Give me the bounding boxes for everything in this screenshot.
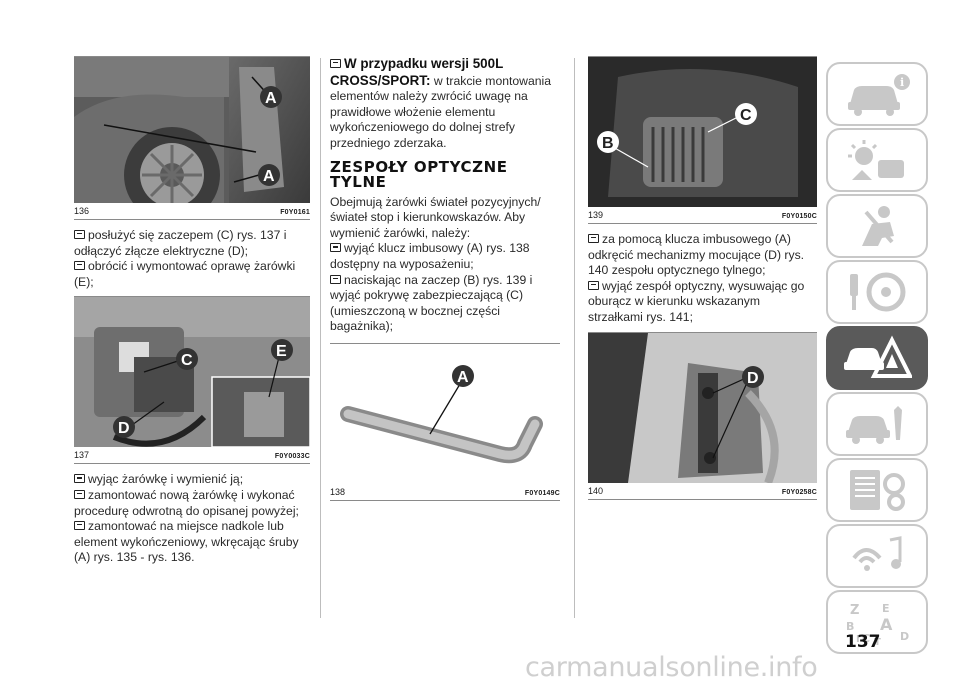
callout-a: A <box>263 168 275 185</box>
tab-starting-driving[interactable] <box>826 260 928 324</box>
checkbox-bullet-icon <box>330 274 341 284</box>
instruction-step: zamontować na miejsce nadkole lub elemen… <box>74 519 299 565</box>
column-middle: W przypadku wersji 500L CROSS/SPORT: w t… <box>330 56 560 501</box>
wheel-arch-photo: A A <box>74 57 310 203</box>
figure-139: B C 139 F0Y0150C <box>588 56 817 224</box>
car-info-icon: i <box>848 74 910 116</box>
callout-a: A <box>265 90 277 107</box>
figure-138: A 138 F0Y0149C <box>330 342 560 501</box>
checkbox-bullet-icon <box>330 243 341 253</box>
instruction-step: wyjąc żarówkę i wymienić ją; <box>74 472 310 488</box>
instruction-step: wyjąć klucz imbusowy (A) rys. 138 dostęp… <box>330 241 530 271</box>
figure-code: F0Y0161 <box>280 209 310 216</box>
svg-text:i: i <box>900 76 904 89</box>
figure-number: 140 <box>588 485 604 496</box>
svg-text:Z: Z <box>850 603 859 618</box>
figure-137: C E D 137 F0Y0033C <box>74 296 310 465</box>
tab-index[interactable]: Z E B A C D I T <box>826 590 928 654</box>
callout-e: E <box>276 343 287 360</box>
svg-text:C: C <box>862 632 870 645</box>
tab-car-info[interactable]: i <box>826 62 928 126</box>
instruction-step: naciskając na zaczep (B) rys. 139 i wyją… <box>330 272 533 334</box>
checkbox-bullet-icon <box>74 474 85 484</box>
checkbox-bullet-icon <box>74 230 85 239</box>
instruction-step: zamontować nową żarówkę i wykonać proced… <box>74 487 299 518</box>
callout-b: B <box>602 135 614 152</box>
allen-key-drawing: A <box>330 343 560 484</box>
figure-136: A A 136 F0Y0161 <box>74 56 310 220</box>
tab-emergencies[interactable] <box>826 326 928 390</box>
car-maintenance-icon <box>846 406 902 444</box>
figure-caption: 136 F0Y0161 <box>74 206 310 220</box>
svg-text:B: B <box>846 620 854 633</box>
instruction-step: wyjąć zespół optyczny, wysuwając go obur… <box>588 278 805 324</box>
chapter-sidebar: i <box>826 62 928 656</box>
svg-text:T: T <box>874 637 881 646</box>
figure-code: F0Y0033C <box>274 453 310 461</box>
figure-code: F0Y0150C <box>781 213 817 220</box>
technical-data-icon <box>850 470 905 511</box>
multimedia-icon <box>852 536 902 571</box>
tab-maintenance[interactable] <box>826 392 928 456</box>
breakdown-warning-icon <box>844 335 912 378</box>
figure-caption: 139 F0Y0150C <box>588 210 817 224</box>
column-right: B C 139 F0Y0150C za pomocą klucza imbuso… <box>588 56 817 500</box>
tab-dashboard-lights[interactable] <box>826 128 928 192</box>
intro-paragraph: Obejmują żarówki świateł pozycyjnych/świ… <box>330 194 541 240</box>
checkbox-bullet-icon <box>74 489 85 499</box>
figure-140: D 140 F0Y0258C <box>588 331 817 500</box>
checkbox-bullet-icon <box>588 234 599 243</box>
svg-text:E: E <box>882 602 890 615</box>
checkbox-bullet-icon <box>74 521 85 531</box>
tab-multimedia[interactable] <box>826 524 928 588</box>
tab-safety[interactable] <box>826 194 928 258</box>
index-letters-icon: Z E B A C D I T <box>846 602 909 646</box>
callout-a: A <box>457 369 469 386</box>
checkbox-bullet-icon <box>588 280 599 290</box>
figure-number: 139 <box>588 210 604 220</box>
callout-c: C <box>740 107 752 124</box>
callout-c: C <box>181 352 193 369</box>
callout-d: D <box>747 370 759 387</box>
figure-number: 137 <box>74 450 90 461</box>
checkbox-bullet-icon <box>74 261 85 271</box>
instruction-step: posłużyć się zaczepem (C) rys. 137 i odł… <box>74 228 287 258</box>
column-separator <box>320 58 321 618</box>
tab-technical-data[interactable] <box>826 458 928 522</box>
column-left: A A 136 F0Y0161 posłużyć się zaczepem (C… <box>74 56 310 566</box>
note-paragraph: W przypadku wersji 500L CROSS/SPORT: w t… <box>330 56 552 150</box>
dashboard-lights-icon <box>848 140 904 180</box>
svg-text:D: D <box>900 630 909 643</box>
svg-text:I: I <box>856 634 860 645</box>
checkbox-bullet-icon <box>330 59 341 68</box>
watermark: carmanualsonline.info <box>525 652 818 683</box>
bulb-holder-photo: C E D <box>74 297 310 448</box>
callout-d: D <box>118 420 130 437</box>
trunk-cover-photo: B C <box>588 57 817 207</box>
key-steering-wheel-icon <box>850 272 906 312</box>
section-heading: ZESPOŁY OPTYCZNE TYLNE <box>330 157 508 191</box>
figure-caption: 138 F0Y0149C <box>330 487 560 501</box>
instruction-step: za pomocą klucza imbusowego (A) odkręcić… <box>588 232 805 278</box>
figure-number: 138 <box>330 486 346 497</box>
page-number: 137 <box>845 632 881 652</box>
figure-code: F0Y0258C <box>781 488 817 496</box>
airbag-safety-icon <box>862 206 894 246</box>
column-separator <box>574 58 575 618</box>
figure-number: 136 <box>74 206 90 216</box>
instruction-step: obrócić i wymontować oprawę żarówki (E); <box>74 259 296 289</box>
figure-code: F0Y0149C <box>524 489 560 497</box>
rear-light-mount-photo: D <box>588 332 817 483</box>
figure-caption: 137 F0Y0033C <box>74 450 310 465</box>
figure-caption: 140 F0Y0258C <box>588 486 817 500</box>
svg-text:A: A <box>880 615 893 634</box>
